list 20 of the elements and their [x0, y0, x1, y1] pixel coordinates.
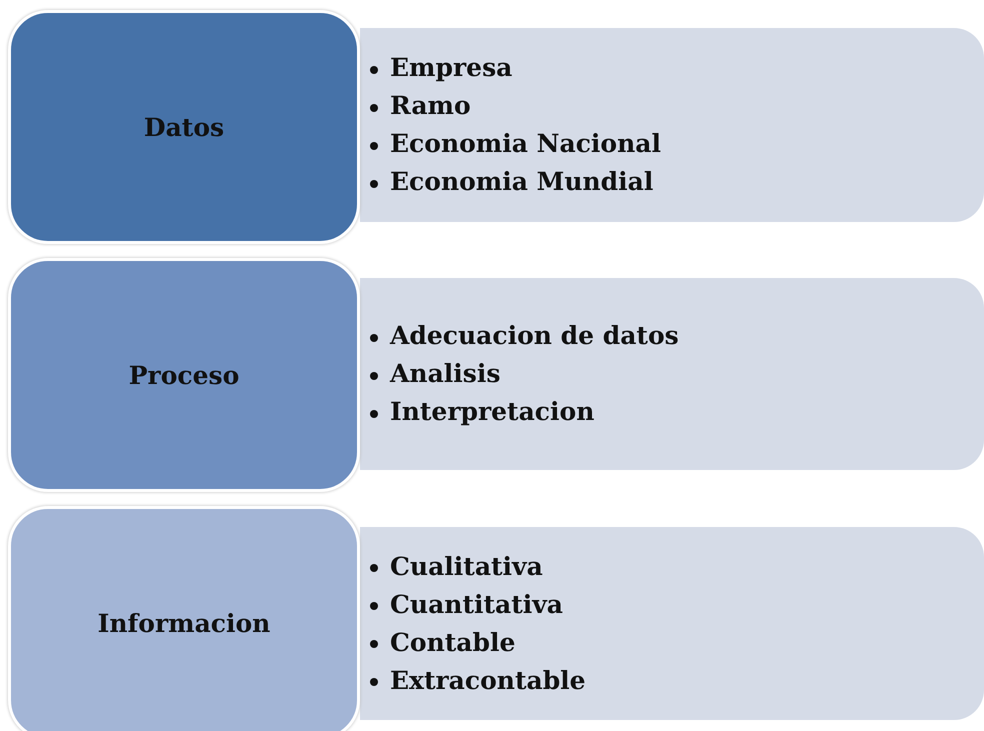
category-box — [8, 258, 360, 492]
bullet-item: Interpretacion — [390, 397, 594, 426]
list-panel — [360, 527, 984, 720]
bullet-item: Economia Nacional — [390, 129, 661, 158]
bullet-item: Empresa — [390, 53, 512, 82]
bullet-item: Adecuacion de datos — [390, 321, 679, 350]
category-box — [8, 506, 360, 731]
bullet-item: Cualitativa — [390, 552, 543, 580]
bullet-item: Ramo — [390, 91, 471, 120]
bullet-item: Contable — [390, 628, 516, 656]
category-title: Datos — [144, 112, 224, 142]
list-panel — [360, 278, 984, 470]
category-box — [8, 10, 360, 244]
category-title: Informacion — [98, 608, 270, 638]
bullet-item: Analisis — [390, 359, 500, 388]
bullet-item: Economia Mundial — [390, 167, 654, 196]
list-panel — [360, 28, 984, 222]
bullet-item: Extracontable — [390, 666, 586, 694]
bullet-item: Cuantitativa — [390, 590, 564, 618]
category-title: Proceso — [128, 360, 240, 390]
